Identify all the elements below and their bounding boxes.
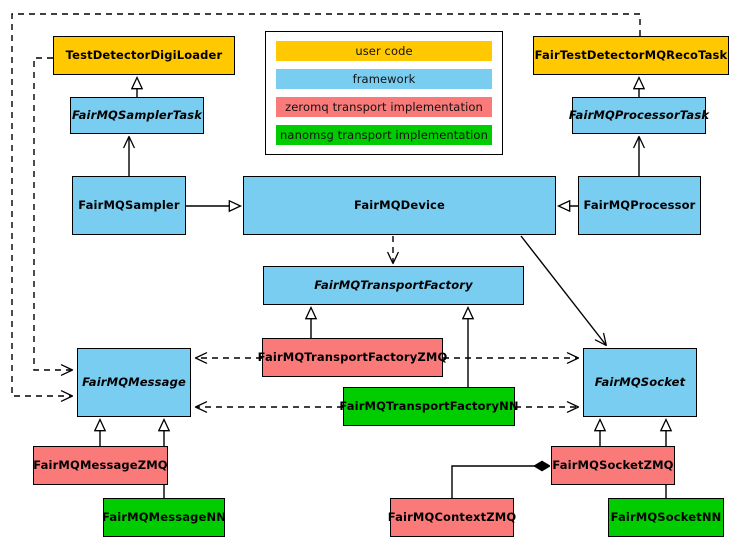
node-fair-mq-transport-factory-zmq[interactable]: FairMQTransportFactoryZMQ — [258, 338, 447, 377]
node-fair-mq-sampler-task[interactable]: FairMQSamplerTask — [70, 97, 204, 134]
edge-recotask-to-message — [11, 13, 641, 402]
legend-item-framework: framework — [276, 69, 492, 89]
node-fair-mq-sampler[interactable]: FairMQSampler — [72, 176, 186, 235]
node-fair-mq-context-zmq[interactable]: FairMQContextZMQ — [388, 498, 516, 537]
legend-label-zeromq: zeromq transport implementation — [285, 100, 483, 114]
legend-item-nanomsg: nanomsg transport implementation — [276, 125, 492, 145]
edge-socketzmq-owns-contextzmq — [451, 466, 549, 498]
legend-item-zeromq: zeromq transport implementation — [276, 97, 492, 117]
legend-label-nanomsg: nanomsg transport implementation — [280, 128, 488, 142]
node-fair-mq-message-nn[interactable]: FairMQMessageNN — [102, 498, 226, 537]
node-fair-mq-transport-factory-nn[interactable]: FairMQTransportFactoryNN — [339, 387, 519, 426]
node-fair-mq-processor[interactable]: FairMQProcessor — [578, 176, 701, 235]
legend-label-user-code: user code — [355, 44, 413, 58]
node-fair-test-detector-mq-reco-task[interactable]: FairTestDetectorMQRecoTask — [533, 36, 729, 75]
legend-label-framework: framework — [352, 72, 416, 86]
node-fair-mq-socket-zmq[interactable]: FairMQSocketZMQ — [551, 446, 675, 485]
edge-device-to-socket — [520, 235, 607, 347]
node-fair-mq-device[interactable]: FairMQDevice — [243, 176, 556, 235]
node-fair-mq-transport-factory[interactable]: FairMQTransportFactory — [263, 266, 524, 305]
node-fair-mq-message[interactable]: FairMQMessage — [77, 348, 191, 417]
node-fair-mq-processor-task[interactable]: FairMQProcessorTask — [569, 97, 709, 134]
legend-panel: user code framework zeromq transport imp… — [265, 31, 503, 155]
node-fair-mq-message-zmq[interactable]: FairMQMessageZMQ — [33, 446, 168, 485]
node-fair-mq-socket[interactable]: FairMQSocket — [583, 348, 697, 417]
node-fair-mq-socket-nn[interactable]: FairMQSocketNN — [608, 498, 724, 537]
legend-item-user-code: user code — [276, 41, 492, 61]
edge-digiloader-to-message — [33, 57, 74, 376]
node-test-detector-digi-loader[interactable]: TestDetectorDigiLoader — [53, 36, 235, 75]
